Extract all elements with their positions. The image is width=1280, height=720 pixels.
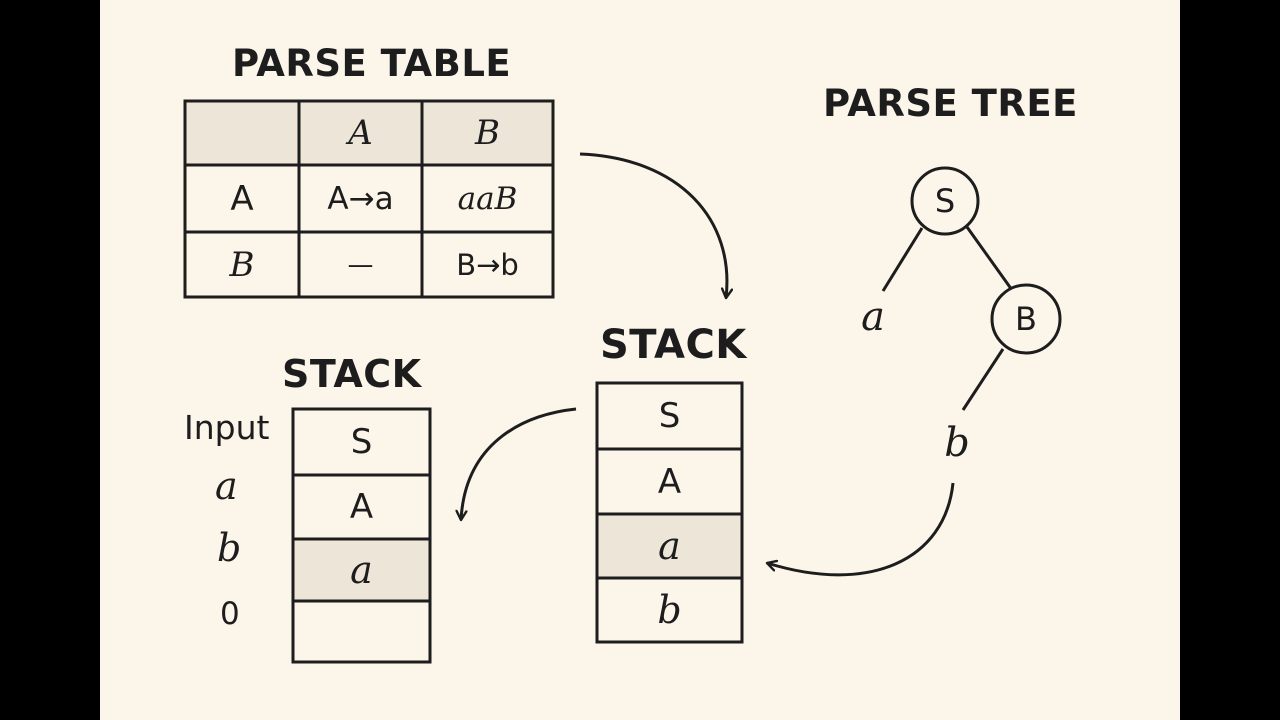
input-symbol-b: b [217,526,242,570]
table-cell-a-b: aaB [457,180,518,217]
stack-left-cell-4 [293,601,430,662]
tree-node-s: S [934,182,956,220]
stack-right-cell-4: b [657,588,682,632]
input-symbol-a: a [215,464,238,508]
tree-leaf-a: a [861,294,885,340]
input-symbol-end: 0 [220,596,240,632]
tree-node-s-circle [910,166,980,236]
stack-left-cell-3: a [350,548,373,592]
table-row-a-label: A [230,178,254,219]
input-label: Input [184,408,270,447]
stack-left-frame [291,407,432,664]
stack-right-cell-3: a [658,524,681,568]
table-header-a: A [348,113,373,153]
table-header-blank [185,101,299,165]
stack-left-cell-2: A [349,487,374,527]
parse-table-title: PARSE TABLE [232,42,512,85]
table-cell-b-a: — [347,249,374,280]
tree-leaf-b: b [944,420,970,466]
tree-node-b: B [1015,300,1037,338]
stack-right-title: STACK [600,322,747,368]
stack-right-frame [595,381,744,644]
table-cell-b-b: B→b [456,247,519,282]
table-header-b: B [475,113,500,153]
table-cell-a-a: A→a [327,180,394,217]
stack-right-cell-1: S [658,396,681,436]
stack-left-title: STACK [282,352,422,396]
arrow-tree-to-stack [767,482,955,577]
stack-left-cell-1: S [350,422,373,462]
stack-right-cell-2: A [657,461,682,502]
parse-tree-edges [881,226,1014,411]
parse-tree-title: PARSE TREE [823,82,1078,125]
arrow-stack-to-stack [461,407,577,520]
parse-table-grid [183,99,555,299]
arrow-table-to-stack [579,152,727,298]
tree-node-b-circle [990,283,1062,355]
table-row-b-label: B [229,244,255,285]
